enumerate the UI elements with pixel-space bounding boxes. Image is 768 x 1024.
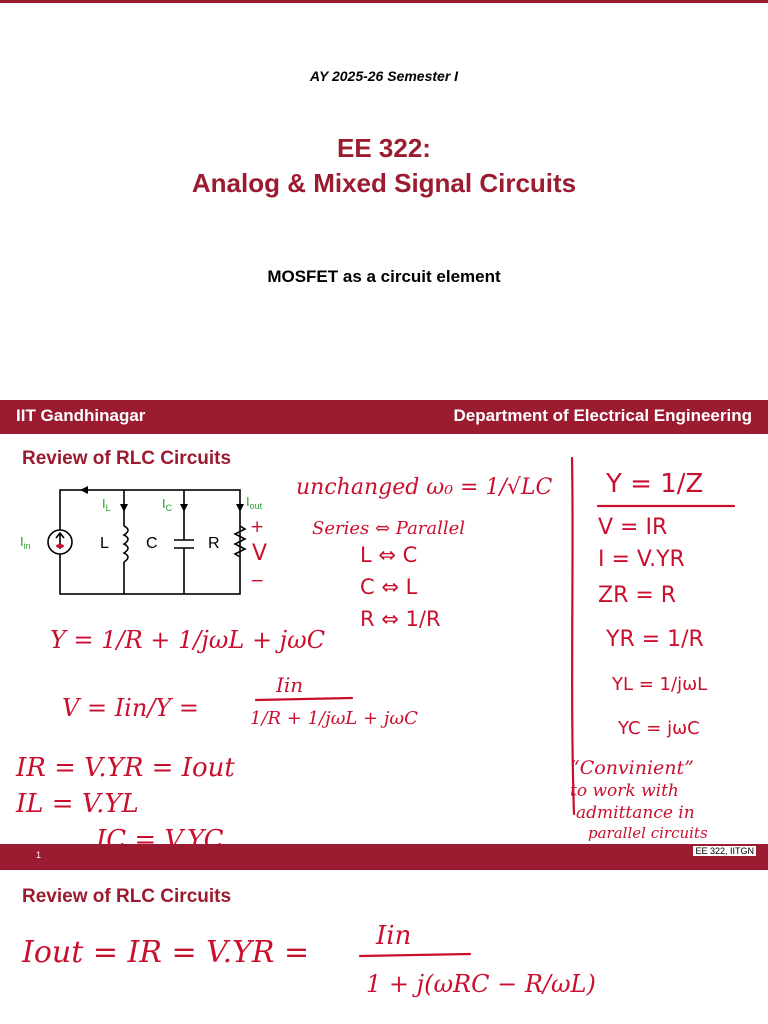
equation-iout: Iout = IR = V.YR = — [21, 935, 309, 970]
title-slide: AY 2025-26 Semester I EE 322: Analog & M… — [0, 0, 768, 400]
fraction-bar — [254, 696, 354, 702]
note-c-l: C ⇔ L — [360, 575, 418, 599]
footer-bar — [0, 400, 768, 434]
equation-y: Y = 1/R + 1/jωL + jωC — [50, 626, 325, 654]
equation-iout-den: 1 + j(ωRC − R/ωL) — [366, 970, 596, 998]
right-zr-eq: ZR = R — [598, 583, 676, 608]
arrow-icon — [236, 504, 244, 512]
convenient-line-3: admittance in — [576, 803, 695, 823]
top-rule — [0, 0, 768, 3]
note-series-parallel: Series ⇔ Parallel — [312, 518, 465, 539]
lecture-topic: MOSFET as a circuit element — [267, 267, 501, 286]
note-w0: unchanged ω₀ = 1/√LC — [296, 475, 553, 500]
divider-line — [570, 456, 576, 816]
current-label-l: IL — [102, 496, 111, 513]
course-code: EE 322: — [337, 133, 431, 163]
equation-v-den: 1/R + 1/jωL + jωC — [250, 708, 418, 729]
rlc-review-slide-2: Review of RLC Circuits Iout = IR = V.YR … — [0, 862, 768, 1024]
capacitor-label: C — [146, 535, 158, 552]
current-label-out: Iout — [246, 494, 263, 511]
course-name: Analog & Mixed Signal Circuits — [191, 168, 577, 198]
semester-label: AY 2025-26 Semester I — [309, 68, 459, 84]
equation-ir: IR = V.YR = Iout — [15, 753, 235, 783]
arrow-icon — [120, 504, 128, 512]
inductor-label: L — [100, 535, 109, 552]
rlc-circuit: Iin L C R IL IC Iout + V − — [20, 486, 267, 595]
slide-number: 1 — [36, 850, 42, 860]
inductor-coil — [122, 525, 129, 563]
right-yr-eq: YR = 1/R — [605, 627, 704, 652]
equation-v-num: Iin — [275, 673, 303, 697]
equation-v-lhs: V = Iin/Y = — [62, 694, 199, 722]
equation-il: IL = V.YL — [15, 789, 139, 819]
slide-title: Review of RLC Circuits — [22, 448, 232, 469]
slide-title: Review of RLC Circuits — [22, 886, 232, 907]
institute-name: IIT Gandhinagar — [16, 406, 146, 425]
note-l-c: L ⇔ C — [360, 543, 417, 567]
resistor-zigzag — [233, 525, 247, 558]
right-i-eq: I = V.YR — [598, 547, 685, 572]
current-label-c: IC — [162, 496, 173, 513]
note-r-inv: R ⇔ 1/R — [360, 607, 441, 631]
source-label: Iin — [20, 534, 31, 551]
minus-sign: − — [250, 571, 264, 591]
equation-iout-num: Iin — [375, 921, 411, 951]
slide-footer-text: EE 322, IITGN — [693, 846, 756, 856]
slide3-drawing: Iout = IR = V.YR = Iin 1 + j(ωRC − R/ωL) — [21, 921, 596, 998]
right-y-eq: Y = 1/Z — [605, 469, 703, 499]
voltage-label: V — [252, 541, 267, 566]
slide2-drawing: Iin L C R IL IC Iout + V − unchanged ω₀ … — [15, 456, 736, 855]
plus-sign: + — [250, 517, 264, 537]
right-yl-eq: YL = 1/jωL — [611, 674, 707, 695]
right-yc-eq: YC = jωC — [617, 718, 700, 739]
arrow-icon — [80, 486, 88, 494]
resistor-label: R — [208, 535, 220, 552]
convenient-line-4: parallel circuits — [588, 824, 708, 842]
convenient-line-1: “Convinient” — [570, 757, 694, 779]
arrow-icon — [180, 504, 188, 512]
fraction-bar — [358, 952, 472, 958]
rlc-review-slide: Review of RLC Circuits Iin — [0, 434, 768, 862]
department-name: Department of Electrical Engineering — [453, 406, 752, 425]
right-v-eq: V = IR — [598, 515, 667, 540]
convenient-line-2: to work with — [570, 781, 679, 801]
slide-footer-bar — [0, 844, 768, 862]
